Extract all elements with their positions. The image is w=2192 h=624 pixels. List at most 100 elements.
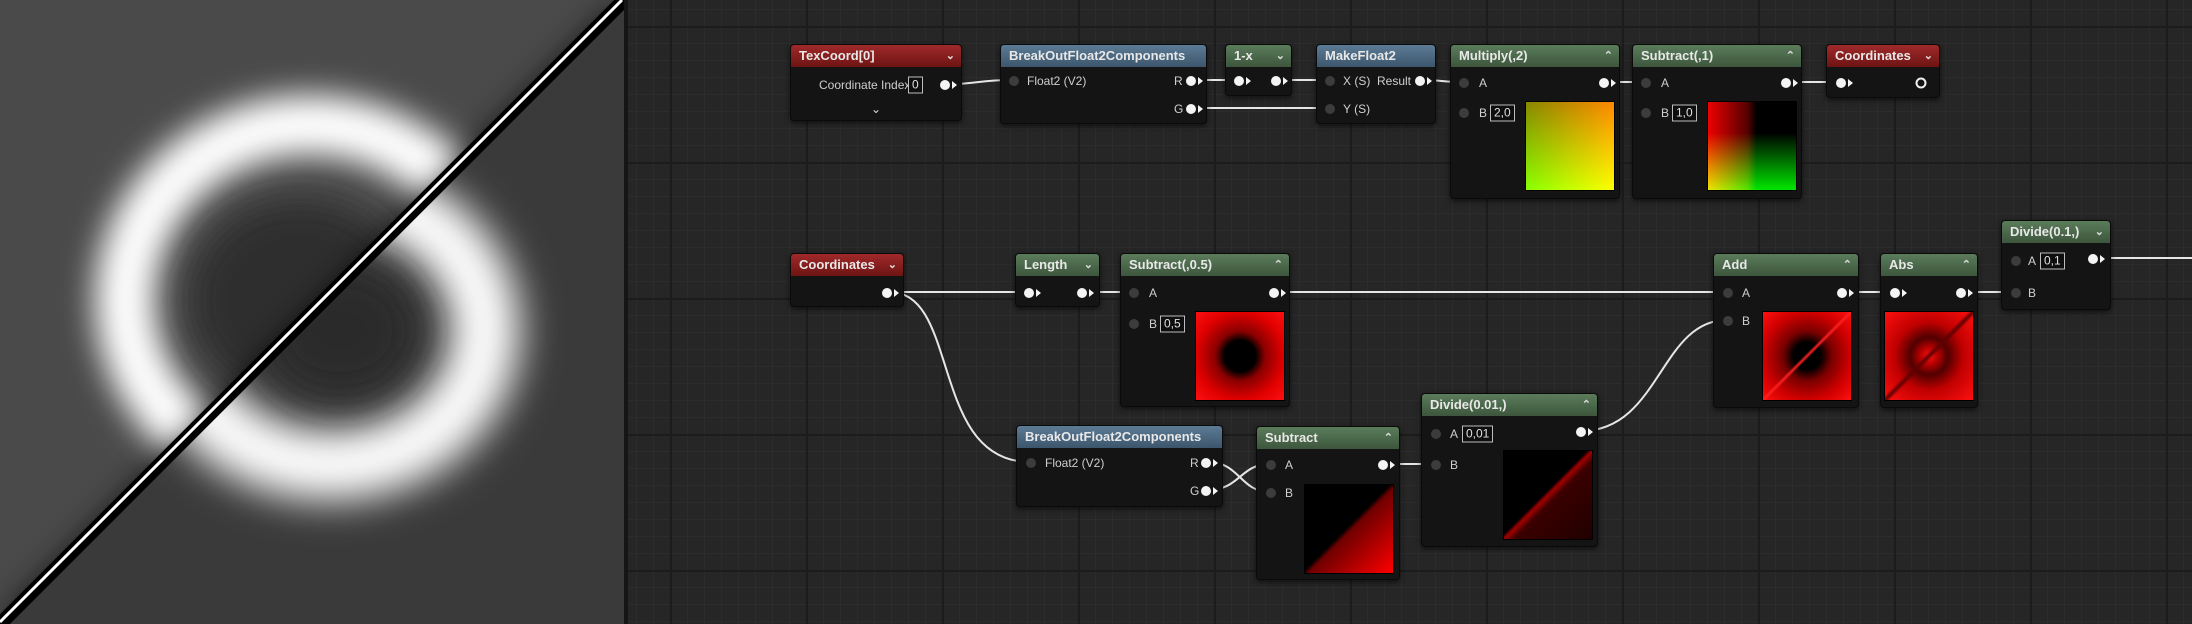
node-multiply[interactable]: Multiply(,2)⌃ A B 2,0: [1450, 44, 1620, 199]
expand-chevron-down-icon[interactable]: ⌄: [870, 102, 882, 116]
chevron-up-icon[interactable]: ⌃: [1273, 259, 1283, 271]
node-make-float2-header[interactable]: MakeFloat2: [1317, 45, 1435, 67]
input-pin-float2[interactable]: [1009, 76, 1019, 86]
chevron-down-icon[interactable]: ⌄: [1275, 50, 1285, 62]
output-pin[interactable]: [1269, 288, 1279, 298]
output-pin[interactable]: [1599, 78, 1609, 88]
node-abs-header[interactable]: Abs⌃: [1881, 254, 1977, 276]
coordinate-index-field[interactable]: 0: [908, 76, 923, 94]
node-texcoord[interactable]: TexCoord[0]⌄ Coordinate Index 0 ⌄: [790, 44, 962, 121]
node-subtract-05[interactable]: Subtract(,0.5)⌃ A B 0,5: [1120, 253, 1290, 407]
chevron-up-icon[interactable]: ⌃: [1603, 50, 1613, 62]
node-subtract-1[interactable]: Subtract(,1)⌃ A B 1,0: [1632, 44, 1802, 199]
node-breakout-2-header[interactable]: BreakOutFloat2Components: [1017, 426, 1222, 448]
node-add-header[interactable]: Add⌃: [1714, 254, 1858, 276]
node-one-minus-header[interactable]: 1-x ⌄: [1226, 45, 1291, 67]
node-length[interactable]: Length⌄: [1015, 253, 1100, 307]
chevron-up-icon[interactable]: ⌃: [1842, 259, 1852, 271]
input-pin-a[interactable]: [1431, 429, 1441, 439]
input-pin-float2[interactable]: [1026, 458, 1036, 468]
node-coordinates-usage-header[interactable]: Coordinates⌄: [791, 254, 903, 276]
input-pin-b[interactable]: [1266, 488, 1276, 498]
output-pin-g[interactable]: [1201, 486, 1211, 496]
node-subtract-1-header[interactable]: Subtract(,1)⌃: [1633, 45, 1801, 67]
node-breakout-header[interactable]: BreakOutFloat2Components: [1001, 45, 1206, 67]
input-pin-a[interactable]: [2011, 256, 2021, 266]
output-pin[interactable]: [2088, 254, 2098, 264]
output-pin[interactable]: [1781, 78, 1791, 88]
output-ring-pin[interactable]: [1915, 77, 1927, 89]
node-add[interactable]: Add⌃ A B: [1713, 253, 1859, 408]
output-pin-g[interactable]: [1186, 104, 1196, 114]
chevron-up-icon[interactable]: ⌃: [1785, 50, 1795, 62]
chevron-down-icon[interactable]: ⌄: [2094, 226, 2104, 238]
input-pin-b[interactable]: [1431, 460, 1441, 470]
input-b-field[interactable]: 2,0: [1490, 104, 1515, 122]
output-pin-r[interactable]: [1201, 458, 1211, 468]
output-pin[interactable]: [1956, 288, 1966, 298]
input-b-field[interactable]: 0,5: [1160, 315, 1185, 333]
chevron-up-icon[interactable]: ⌃: [1961, 259, 1971, 271]
node-breakout-float2-2[interactable]: BreakOutFloat2Components Float2 (V2) R G: [1016, 425, 1223, 507]
node-preview-thumbnail: [1707, 101, 1797, 191]
input-pin-b[interactable]: [1641, 108, 1651, 118]
input-pin-b[interactable]: [1129, 319, 1139, 329]
input-pin-x[interactable]: [1325, 76, 1335, 86]
input-pin[interactable]: [1024, 288, 1034, 298]
node-divide-01-header[interactable]: Divide(0.1,)⌄: [2002, 221, 2110, 243]
panel-divider[interactable]: [624, 0, 628, 624]
node-length-header[interactable]: Length⌄: [1016, 254, 1099, 276]
input-pin-b[interactable]: [1459, 108, 1469, 118]
output-pin[interactable]: [1271, 76, 1281, 86]
input-a-label: A: [1149, 286, 1158, 300]
chevron-down-icon[interactable]: ⌄: [1923, 50, 1933, 62]
input-pin-b[interactable]: [1723, 316, 1733, 326]
output-pin-result[interactable]: [1415, 76, 1425, 86]
input-pin[interactable]: [1234, 76, 1244, 86]
output-pin[interactable]: [1378, 460, 1388, 470]
chevron-up-icon[interactable]: ⌃: [1581, 399, 1591, 411]
chevron-down-icon[interactable]: ⌄: [945, 50, 955, 62]
output-pin-r[interactable]: [1186, 76, 1196, 86]
input-pin-y[interactable]: [1325, 104, 1335, 114]
input-pin-b[interactable]: [2011, 288, 2021, 298]
node-abs[interactable]: Abs⌃: [1880, 253, 1978, 408]
node-coordinates-declaration[interactable]: Coordinates⌄: [1826, 44, 1940, 98]
input-b-field[interactable]: 1,0: [1672, 104, 1697, 122]
node-one-minus[interactable]: 1-x ⌄: [1225, 44, 1292, 96]
material-preview-viewport[interactable]: [0, 0, 624, 624]
node-coordinates-header[interactable]: Coordinates⌄: [1827, 45, 1939, 67]
input-pin-a[interactable]: [1641, 78, 1651, 88]
input-pin-a[interactable]: [1723, 288, 1733, 298]
node-subtract-header[interactable]: Subtract⌃: [1257, 427, 1399, 449]
chevron-down-icon[interactable]: ⌄: [887, 259, 897, 271]
chevron-down-icon[interactable]: ⌄: [1083, 259, 1093, 271]
node-divide-001[interactable]: Divide(0.01,)⌃ A 0,01 B: [1421, 393, 1598, 547]
input-pin-a[interactable]: [1459, 78, 1469, 88]
input-b-label: B: [1742, 314, 1751, 328]
input-pin[interactable]: [1890, 288, 1900, 298]
node-texcoord-header[interactable]: TexCoord[0]⌄: [791, 45, 961, 67]
node-multiply-header[interactable]: Multiply(,2)⌃: [1451, 45, 1619, 67]
output-pin[interactable]: [882, 288, 892, 298]
chevron-up-icon[interactable]: ⌃: [1383, 432, 1393, 444]
node-subtract-05-header[interactable]: Subtract(,0.5)⌃: [1121, 254, 1289, 276]
input-a-field[interactable]: 0,01: [1462, 425, 1494, 443]
node-breakout-float2-1[interactable]: BreakOutFloat2Components Float2 (V2) R G: [1000, 44, 1207, 124]
input-pin-a[interactable]: [1266, 460, 1276, 470]
node-subtract[interactable]: Subtract⌃ A B: [1256, 426, 1400, 580]
output-pin[interactable]: [1837, 288, 1847, 298]
node-make-float2[interactable]: MakeFloat2 X (S) Result Y (S): [1316, 44, 1436, 124]
node-divide-01[interactable]: Divide(0.1,)⌄ A 0,1 B: [2001, 220, 2111, 310]
input-pin-a[interactable]: [1129, 288, 1139, 298]
node-coordinates-usage[interactable]: Coordinates⌄: [790, 253, 904, 307]
node-divide-001-header[interactable]: Divide(0.01,)⌃: [1422, 394, 1597, 416]
output-pin[interactable]: [1077, 288, 1087, 298]
output-pin[interactable]: [940, 80, 950, 90]
output-pin[interactable]: [1576, 427, 1586, 437]
input-label: Float2 (V2): [1027, 74, 1087, 88]
input-a-label: A: [1450, 427, 1459, 441]
input-pin[interactable]: [1836, 78, 1846, 88]
node-title: 1-x: [1234, 48, 1253, 63]
input-a-field[interactable]: 0,1: [2040, 252, 2065, 270]
